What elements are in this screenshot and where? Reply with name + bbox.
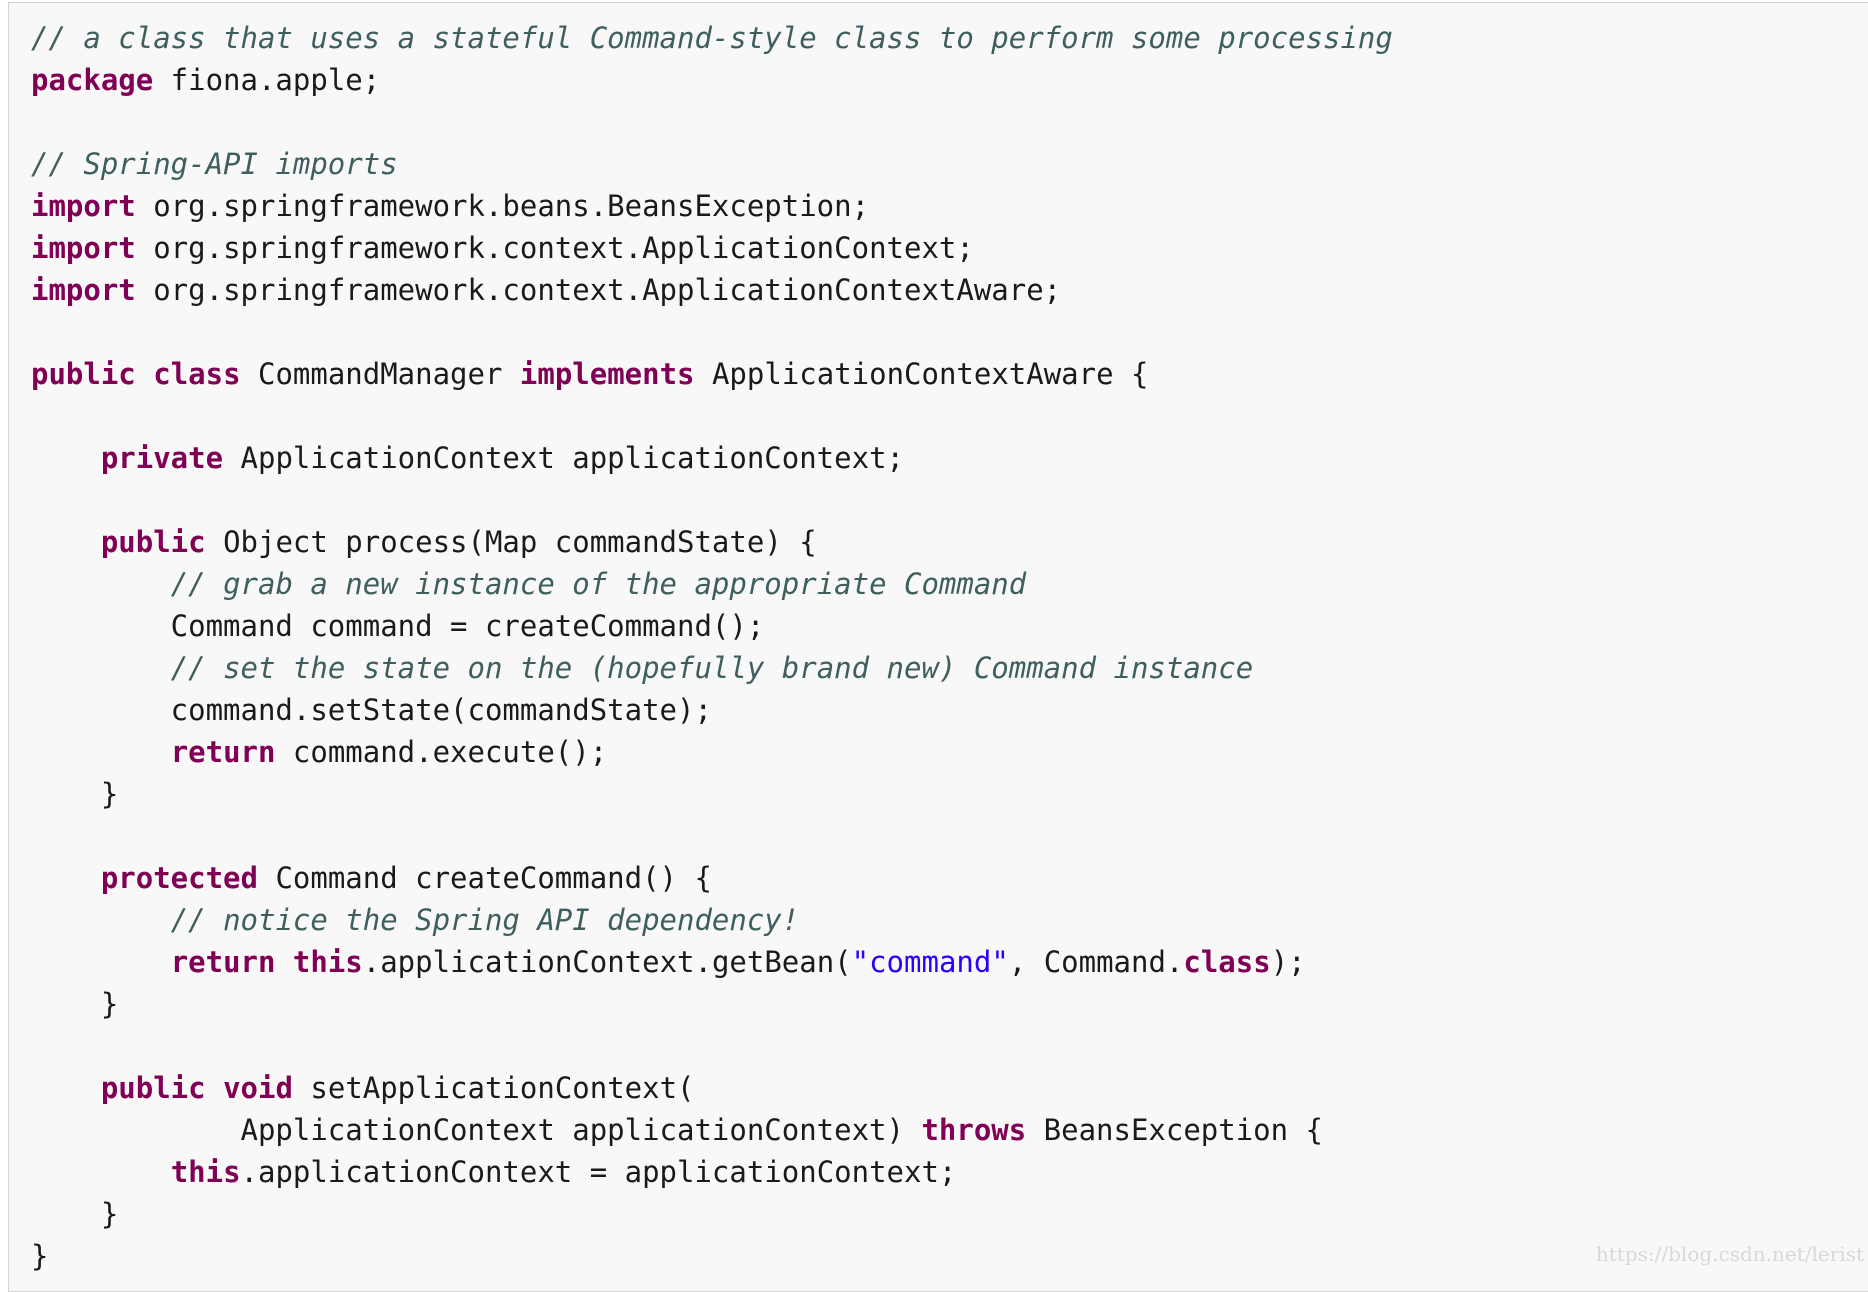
code-line: private ApplicationContext applicationCo… [31, 437, 1393, 479]
code-line: import org.springframework.context.Appli… [31, 227, 1393, 269]
code-string: "command" [852, 945, 1009, 979]
code-text [206, 1071, 223, 1105]
code-keyword: import [31, 189, 136, 223]
code-comment: // a class that uses a stateful Command-… [31, 21, 1393, 55]
code-keyword: class [1183, 945, 1270, 979]
code-keyword: import [31, 231, 136, 265]
code-line: ApplicationContext applicationContext) t… [31, 1109, 1393, 1151]
code-line: return this.applicationContext.getBean("… [31, 941, 1393, 983]
code-keyword: return [171, 735, 276, 769]
code-text: .applicationContext = applicationContext… [241, 1155, 957, 1189]
code-text [31, 735, 171, 769]
code-text [136, 357, 153, 391]
code-keyword: public [31, 357, 136, 391]
code-line: public class CommandManager implements A… [31, 353, 1393, 395]
code-text: fiona.apple; [153, 63, 380, 97]
code-text: org.springframework.beans.BeansException… [136, 189, 869, 223]
code-line: import org.springframework.context.Appli… [31, 269, 1393, 311]
code-text [31, 525, 101, 559]
code-text: BeansException { [1026, 1113, 1323, 1147]
code-text [31, 1155, 171, 1189]
code-keyword: this [171, 1155, 241, 1189]
code-line: protected Command createCommand() { [31, 857, 1393, 899]
code-text: Command createCommand() { [258, 861, 712, 895]
code-text: Object process(Map commandState) { [206, 525, 817, 559]
code-text: ApplicationContext applicationContext) [31, 1113, 921, 1147]
code-line: this.applicationContext = applicationCon… [31, 1151, 1393, 1193]
code-text: } [31, 777, 118, 811]
code-keyword: public [101, 1071, 206, 1105]
code-text [31, 861, 101, 895]
code-keyword: public [101, 525, 206, 559]
code-text [31, 945, 171, 979]
code-keyword: implements [520, 357, 695, 391]
code-line [31, 815, 1393, 857]
code-keyword: import [31, 273, 136, 307]
code-line: } [31, 1193, 1393, 1235]
code-text: ApplicationContext applicationContext; [223, 441, 904, 475]
code-line: // Spring-API imports [31, 143, 1393, 185]
code-line: command.setState(commandState); [31, 689, 1393, 731]
code-line: // a class that uses a stateful Command-… [31, 17, 1393, 59]
code-line: } [31, 983, 1393, 1025]
code-text: org.springframework.context.ApplicationC… [136, 273, 1061, 307]
code-line [31, 311, 1393, 353]
code-line: // set the state on the (hopefully brand… [31, 647, 1393, 689]
code-text: } [31, 1197, 118, 1231]
code-text: setApplicationContext( [293, 1071, 695, 1105]
code-text [31, 1071, 101, 1105]
code-text: .applicationContext.getBean( [363, 945, 852, 979]
code-line: Command command = createCommand(); [31, 605, 1393, 647]
code-line: return command.execute(); [31, 731, 1393, 773]
code-comment: // set the state on the (hopefully brand… [171, 651, 1254, 685]
code-line: public void setApplicationContext( [31, 1067, 1393, 1109]
code-line [31, 101, 1393, 143]
code-keyword: void [223, 1071, 293, 1105]
code-keyword: package [31, 63, 153, 97]
watermark: https://blog.csdn.net/lerist [1596, 1242, 1864, 1266]
code-text: ); [1271, 945, 1306, 979]
code-text: } [31, 987, 118, 1021]
code-comment: // notice the Spring API dependency! [171, 903, 800, 937]
code-keyword: class [153, 357, 240, 391]
code-keyword: private [101, 441, 223, 475]
code-text [31, 651, 171, 685]
code-block: // a class that uses a stateful Command-… [8, 2, 1868, 1292]
code-text: Command command = createCommand(); [31, 609, 764, 643]
code-comment: // Spring-API imports [31, 147, 398, 181]
code-keyword: throws [921, 1113, 1026, 1147]
code-text [31, 441, 101, 475]
code-line: import org.springframework.beans.BeansEx… [31, 185, 1393, 227]
code-line [31, 395, 1393, 437]
code-line [31, 479, 1393, 521]
code-line: // grab a new instance of the appropriat… [31, 563, 1393, 605]
code-line: } [31, 1235, 1393, 1277]
code-keyword: return [171, 945, 276, 979]
code-text [31, 903, 171, 937]
code-text: , Command. [1009, 945, 1184, 979]
code-comment: // grab a new instance of the appropriat… [171, 567, 1027, 601]
code-text [31, 567, 171, 601]
code-line: package fiona.apple; [31, 59, 1393, 101]
code-line: // notice the Spring API dependency! [31, 899, 1393, 941]
code-line: } [31, 773, 1393, 815]
code-keyword: protected [101, 861, 258, 895]
code-text: CommandManager [241, 357, 520, 391]
code-keyword: this [293, 945, 363, 979]
code-text: ApplicationContextAware { [695, 357, 1149, 391]
code-text: command.setState(commandState); [31, 693, 712, 727]
code-text [275, 945, 292, 979]
code-line [31, 1025, 1393, 1067]
code-line: public Object process(Map commandState) … [31, 521, 1393, 563]
code-text: org.springframework.context.ApplicationC… [136, 231, 974, 265]
code-listing: // a class that uses a stateful Command-… [31, 17, 1393, 1277]
code-text: command.execute(); [275, 735, 607, 769]
